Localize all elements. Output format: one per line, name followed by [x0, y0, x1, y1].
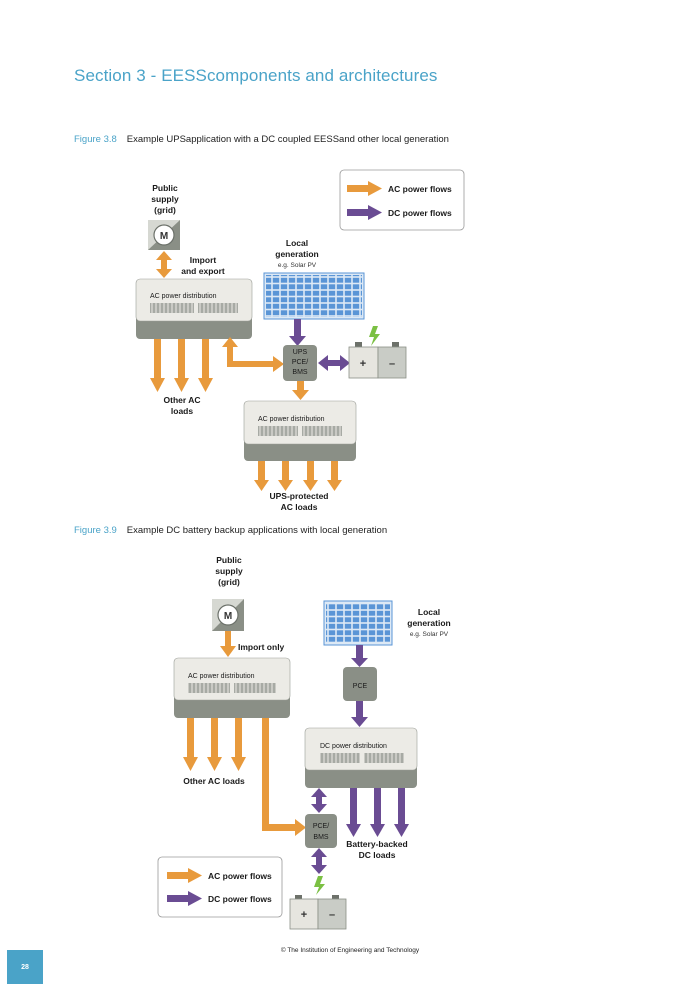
ac-dist-bottom-label: AC power distribution — [258, 416, 325, 423]
svg-text:generation: generation — [275, 249, 318, 259]
meter-label: M — [160, 231, 168, 242]
solar-panel-icon — [323, 600, 393, 646]
meter-icon: M — [148, 220, 180, 250]
battery-backed-loads-label: Battery-backed DC loads — [346, 839, 407, 860]
meter-label: M — [224, 611, 232, 622]
pce-box: PCE — [343, 667, 377, 701]
svg-text:DC loads: DC loads — [359, 850, 396, 860]
svg-text:e.g. Solar PV: e.g. Solar PV — [278, 262, 317, 269]
svg-text:Public: Public — [152, 183, 178, 193]
public-supply-label: Public supply (grid) — [151, 183, 179, 215]
ups-protected-loads-label: UPS-protected AC loads — [269, 491, 328, 512]
svg-text:UPS-protected: UPS-protected — [269, 491, 328, 501]
svg-text:BMS: BMS — [292, 369, 308, 376]
ac-distribution: AC power distribution — [173, 657, 291, 718]
ac-to-ups-arrow — [222, 337, 284, 372]
charge-bolt-icon — [369, 326, 380, 346]
figure-number: Figure 3.8 — [74, 134, 117, 145]
svg-text:–: – — [329, 909, 335, 921]
ac-distribution-top: AC power distribution — [135, 278, 253, 339]
pce-to-dc-dist-arrow — [351, 701, 368, 727]
svg-text:Public: Public — [216, 555, 242, 565]
ac-distribution-bottom: AC power distribution — [243, 400, 357, 461]
svg-text:Local: Local — [286, 238, 308, 248]
svg-text:+: + — [301, 909, 307, 921]
svg-text:loads: loads — [171, 406, 193, 416]
figure-3-9-diagram: Public supply (grid) M Import only AC po… — [157, 555, 451, 930]
svg-text:UPS: UPS — [293, 349, 308, 356]
pce-bms-box: PCE/ BMS — [305, 814, 337, 848]
ups-pce-bms-box: UPS PCE/ BMS — [283, 345, 317, 381]
ups-protected-loads-arrows — [254, 461, 342, 491]
svg-text:+: + — [360, 358, 366, 370]
legend: AC power flows DC power flows — [339, 169, 465, 231]
figure-3-8-caption: Figure 3.8 Example UPSapplication with a … — [74, 134, 449, 145]
dc-flow-arrow-icon — [347, 205, 382, 220]
battery-icon: + – — [348, 326, 407, 379]
ups-battery-arrow — [318, 355, 350, 371]
ac-flow-arrow-icon — [347, 181, 382, 196]
svg-text:–: – — [389, 358, 395, 370]
legend-ac-label: AC power flows — [208, 871, 272, 881]
meter-icon: M — [212, 599, 244, 631]
figure-number: Figure 3.9 — [74, 525, 117, 536]
svg-text:supply: supply — [151, 194, 179, 204]
pce-bms-battery-arrow — [311, 848, 327, 874]
svg-text:e.g. Solar PV: e.g. Solar PV — [410, 631, 449, 638]
import-only-arrow — [220, 631, 236, 657]
ac-dist-label: AC power distribution — [188, 673, 255, 680]
dc-flow-arrow-icon — [167, 891, 202, 906]
import-export-label: Import and export — [181, 255, 225, 276]
dc-distribution: DC power distribution — [304, 727, 418, 788]
svg-text:Import: Import — [190, 255, 217, 265]
public-supply-label: Public supply (grid) — [215, 555, 243, 587]
svg-text:BMS: BMS — [313, 834, 329, 841]
ac-flow-arrow-icon — [167, 868, 202, 883]
ups-to-ac-dist-arrow — [292, 381, 309, 400]
legend: AC power flows DC power flows — [157, 856, 283, 918]
svg-text:(grid): (grid) — [218, 577, 240, 587]
local-generation-label: Local generation e.g. Solar PV — [407, 607, 450, 638]
svg-text:PCE/: PCE/ — [292, 359, 308, 366]
svg-text:supply: supply — [215, 566, 243, 576]
other-ac-loads-label: Other AC loads — [164, 395, 201, 416]
pv-to-pce-arrow — [351, 645, 368, 667]
dc-dist-label: DC power distribution — [320, 743, 387, 750]
import-only-label: Import only — [238, 642, 285, 652]
svg-text:PCE/: PCE/ — [313, 823, 329, 830]
svg-text:generation: generation — [407, 618, 450, 628]
other-ac-loads-arrows — [183, 718, 246, 771]
pv-to-ups-arrow — [289, 319, 306, 346]
page-number: 28 — [7, 950, 43, 984]
svg-text:AC loads: AC loads — [281, 502, 318, 512]
other-ac-loads-arrows — [150, 339, 213, 392]
svg-text:Local: Local — [418, 607, 440, 617]
svg-text:PCE: PCE — [353, 683, 368, 690]
charge-bolt-icon — [314, 876, 325, 895]
ac-dist-top-label: AC power distribution — [150, 293, 217, 300]
other-ac-loads-label: Other AC loads — [183, 776, 245, 786]
import-export-arrow — [156, 251, 172, 278]
svg-text:(grid): (grid) — [154, 205, 176, 215]
legend-ac-label: AC power flows — [388, 184, 452, 194]
svg-text:Battery-backed: Battery-backed — [346, 839, 407, 849]
battery-backed-loads-arrows — [346, 788, 409, 837]
caption-text: Example DC battery backup applications w… — [126, 525, 388, 536]
local-generation-label: Local generation e.g. Solar PV — [275, 238, 318, 269]
battery-icon: + – — [289, 876, 347, 930]
legend-dc-label: DC power flows — [388, 208, 452, 218]
ac-to-pce-bms-arrow — [262, 718, 306, 836]
figure-3-8-diagram: AC power flows DC power flows Public sup… — [135, 169, 465, 512]
solar-panel-icon — [263, 272, 365, 320]
svg-text:and export: and export — [181, 266, 225, 276]
legend-dc-label: DC power flows — [208, 894, 272, 904]
copyright-footer: © The Institution of Engineering and Tec… — [280, 947, 420, 954]
svg-text:Other AC: Other AC — [164, 395, 201, 405]
dc-dist-pce-bms-arrow — [311, 788, 327, 813]
section-title: Section 3 - EESScomponents and architect… — [74, 66, 438, 85]
figure-3-9-caption: Figure 3.9 Example DC battery backup appl… — [74, 525, 387, 536]
caption-text: Example UPSapplication with a DC coupled… — [126, 134, 449, 145]
